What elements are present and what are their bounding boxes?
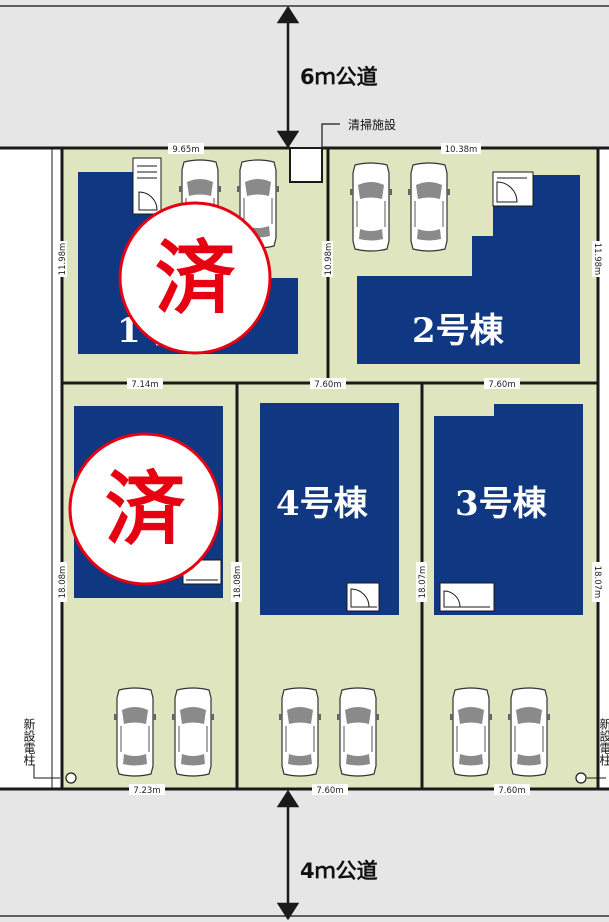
car-icon — [113, 687, 157, 777]
car-icon — [349, 162, 393, 252]
building-4-label: 4号棟 — [276, 484, 369, 524]
car-icon — [507, 687, 551, 777]
dim-lot5-depth-left: 18.08m — [58, 566, 68, 599]
north-road-arrow — [276, 5, 300, 149]
dim-lot3-street: 7.60m — [498, 786, 525, 796]
dim-lot3-depth-left: 18.07m — [418, 566, 428, 599]
car-icon — [407, 162, 451, 252]
building-3-label: 3号棟 — [455, 484, 548, 524]
car-icon — [336, 687, 380, 777]
car-icon — [171, 687, 215, 777]
dim-lot2-frontage: 10.38m — [445, 145, 478, 155]
pole-label-right: 新設電柱 — [598, 717, 609, 767]
facility-leader-line — [321, 123, 340, 148]
south-road — [0, 790, 609, 922]
entrance-4 — [346, 582, 380, 612]
dim-lot4-top: 7.60m — [314, 380, 341, 390]
dim-lot2-rear: 7.60m — [488, 380, 515, 390]
sold-stamp-lot-1: 済 — [118, 201, 272, 355]
building-4 — [260, 403, 399, 615]
car-icon — [278, 687, 322, 777]
entrance-1 — [132, 157, 162, 215]
dim-lot1-rear: 7.14m — [131, 380, 158, 390]
dim-lot5-depth-right: 18.08m — [233, 566, 243, 599]
dim-lot1-depth-left: 11.98m — [58, 243, 68, 276]
vertical-dimension-labels: 11.98m 10.98m 11.98m 18.08m 18.08m 18.07… — [56, 241, 603, 602]
dimension-labels: 9.65m 10.38m 7.14m 7.60m 7.60m 7.23m 7.6… — [127, 143, 530, 796]
dim-lot1-frontage: 9.65m — [172, 145, 199, 155]
cleaning-facility — [289, 147, 323, 183]
sold-mark-text: 済 — [105, 462, 186, 556]
sold-stamp-lot-5: 済 — [68, 432, 222, 586]
north-road — [0, 0, 609, 147]
dim-lot4-street: 7.60m — [316, 786, 343, 796]
entrance-2 — [492, 171, 534, 207]
pole-icon — [65, 772, 77, 784]
south-road-label: 4ｍ公道 — [300, 859, 378, 883]
utility-pole-left: 新設電柱 — [22, 717, 77, 784]
sold-mark-text: 済 — [155, 231, 236, 325]
building-3 — [434, 404, 583, 615]
dim-lot2-depth-right: 11.98m — [592, 243, 602, 276]
south-road-arrow — [276, 789, 300, 921]
building-2 — [357, 175, 580, 364]
facility-label: 清掃施設 — [348, 117, 396, 132]
building-2-label: 2号棟 — [412, 311, 505, 351]
dim-lot1-depth-right: 10.98m — [324, 243, 334, 276]
pole-label-left: 新設電柱 — [22, 717, 36, 767]
north-road-label: 6ｍ公道 — [300, 65, 378, 89]
entrance-3 — [439, 582, 495, 612]
dim-lot5-street: 7.23m — [133, 786, 160, 796]
dim-lot3-depth-right: 18.07m — [592, 566, 602, 599]
car-icon — [449, 687, 493, 777]
utility-pole-right: 新設電柱 — [575, 717, 609, 784]
pole-icon — [575, 772, 587, 784]
